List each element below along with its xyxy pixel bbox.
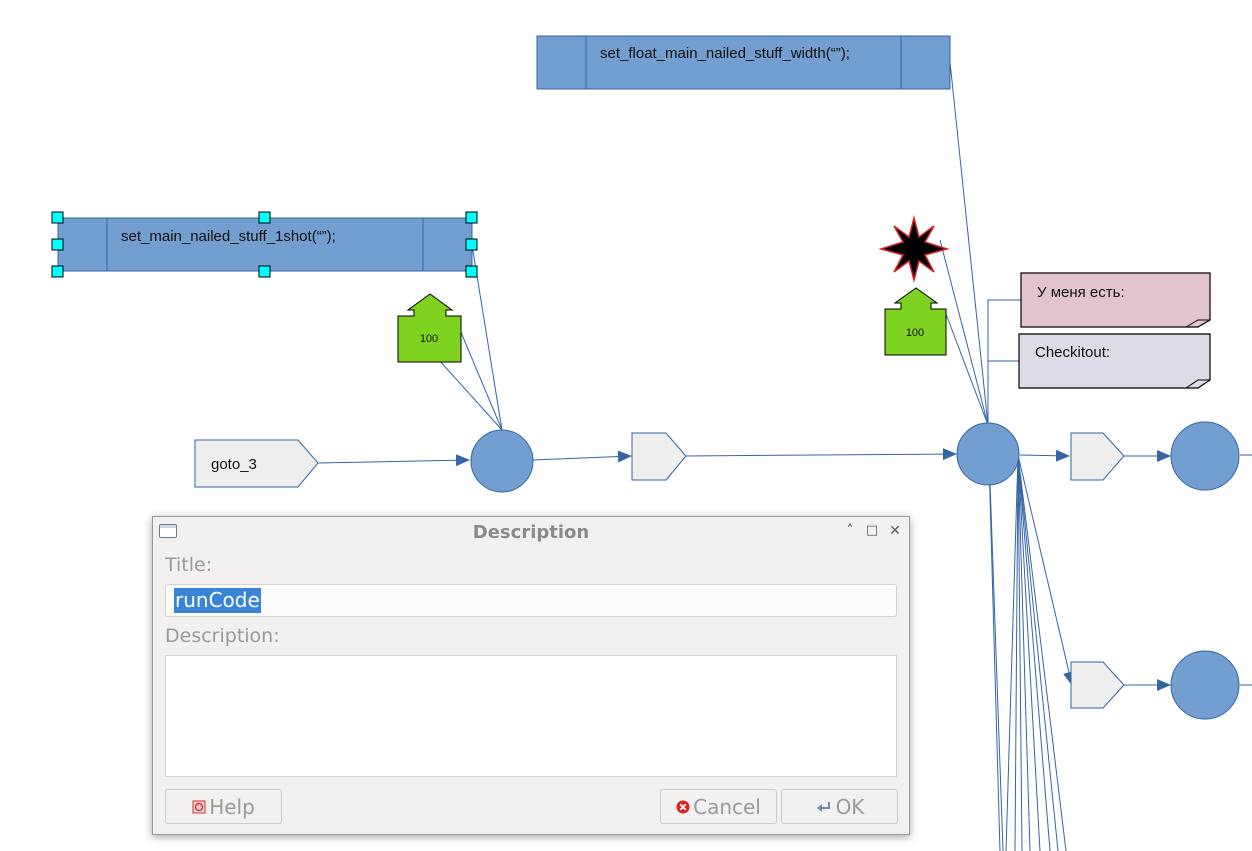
close-icon[interactable]: ✕ <box>889 523 901 539</box>
goto-label: goto_3 <box>211 456 257 473</box>
note-label: У меня есть: <box>1037 284 1125 301</box>
priority-tag-left[interactable]: 100 <box>397 293 462 363</box>
enter-icon <box>816 801 830 812</box>
goto-node[interactable]: goto_3 <box>194 439 319 488</box>
dialog-title: Description <box>472 522 590 543</box>
priority-tag-right[interactable]: 100 <box>884 287 947 356</box>
note-label: Checkitout: <box>1035 344 1110 361</box>
description-textarea[interactable] <box>165 655 897 777</box>
title-label: Title: <box>165 554 213 576</box>
code-block-set-float[interactable]: set_float_main_nailed_stuff_width(“”); <box>536 35 951 90</box>
code-block-label: set_main_nailed_stuff_1shot(“”); <box>121 228 336 245</box>
tag-label: 100 <box>420 333 438 345</box>
code-block-label: set_float_main_nailed_stuff_width(“”); <box>600 45 850 62</box>
minimize-icon[interactable]: ˄ <box>846 523 854 539</box>
resize-handle[interactable] <box>465 265 478 278</box>
note-u-menya-est[interactable]: У меня есть: <box>1020 272 1211 328</box>
window-icon[interactable] <box>159 524 177 538</box>
tag-label: 100 <box>906 327 924 339</box>
circle-node[interactable] <box>956 422 1020 486</box>
resize-handle[interactable] <box>465 211 478 224</box>
resize-handle[interactable] <box>51 238 64 251</box>
cancel-icon <box>676 800 690 813</box>
ok-button[interactable]: OK <box>781 789 898 824</box>
resize-handle[interactable] <box>258 265 271 278</box>
resize-handle[interactable] <box>51 211 64 224</box>
title-input-value: runCode <box>174 588 261 613</box>
pentagon-node[interactable] <box>1070 661 1125 709</box>
pentagon-node[interactable] <box>631 432 687 481</box>
resize-handle[interactable] <box>258 211 271 224</box>
dialog-titlebar[interactable]: Description ˄ □ ✕ <box>153 517 909 547</box>
circle-node[interactable] <box>1170 421 1240 491</box>
title-input[interactable]: runCode <box>165 584 897 617</box>
flow-arrows <box>317 448 1171 691</box>
code-block-set-main[interactable]: set_main_nailed_stuff_1shot(“”); <box>57 217 473 272</box>
cancel-button-label: Cancel <box>693 794 761 819</box>
cancel-button[interactable]: Cancel <box>660 789 777 824</box>
circle-node[interactable] <box>1170 650 1240 720</box>
resize-handle[interactable] <box>465 238 478 251</box>
description-label: Description: <box>165 625 280 647</box>
starburst-icon[interactable] <box>878 215 950 283</box>
resize-handle[interactable] <box>51 265 64 278</box>
help-icon <box>192 800 206 813</box>
help-button[interactable]: Help <box>165 789 282 824</box>
ok-button-label: OK <box>835 794 865 819</box>
maximize-icon[interactable]: □ <box>865 523 879 538</box>
help-button-label: Help <box>209 794 255 819</box>
description-dialog: Description ˄ □ ✕ Title: runCode Descrip… <box>152 516 910 835</box>
circle-node[interactable] <box>470 429 534 493</box>
selection-handles[interactable] <box>51 211 478 278</box>
note-checkitout[interactable]: Checkitout: <box>1018 333 1211 389</box>
pentagon-node[interactable] <box>1070 432 1125 481</box>
